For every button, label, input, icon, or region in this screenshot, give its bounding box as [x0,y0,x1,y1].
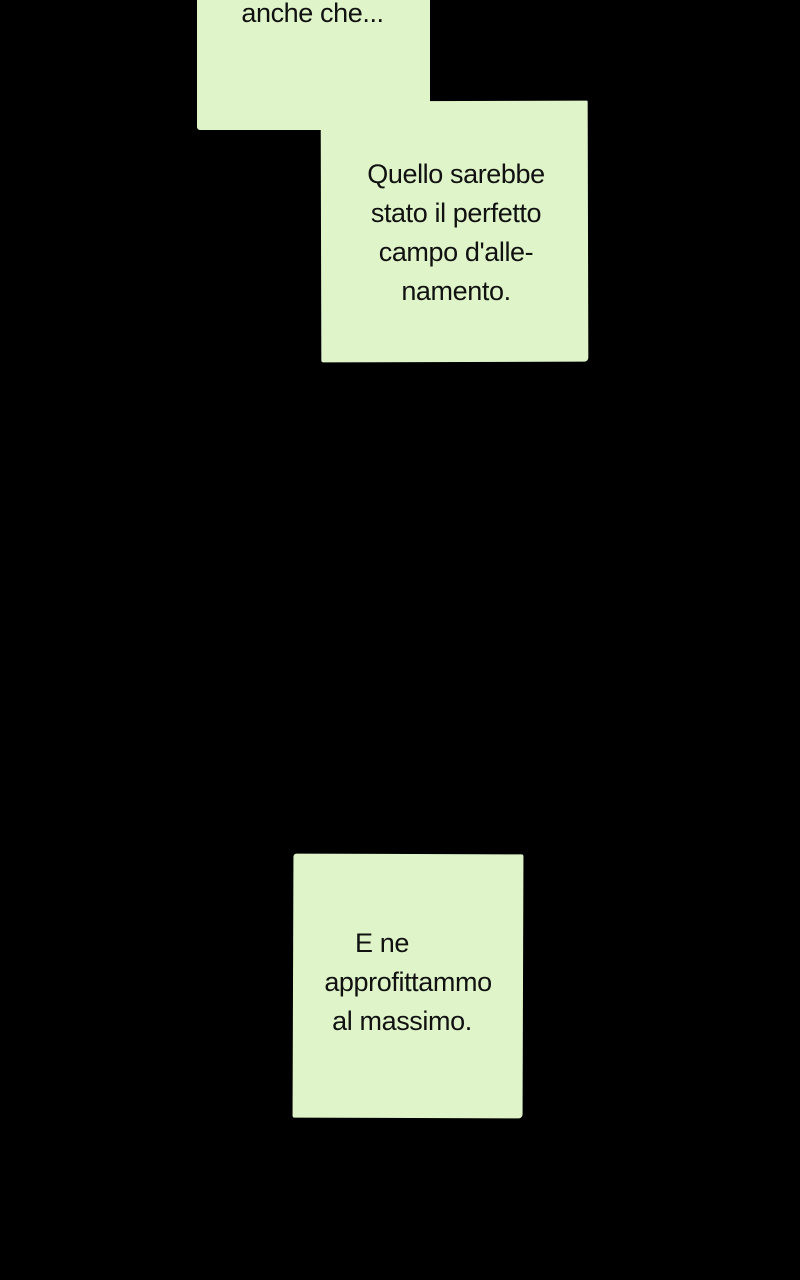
caption-line: anche che... [241,0,384,28]
caption-line: stato il perfetto [370,198,542,228]
caption-line: campo d'alle- [378,237,534,267]
caption-text-1: anche che... [230,0,395,33]
caption-line: al massimo. [332,1006,472,1036]
caption-line: E ne [355,928,409,958]
caption-line: approfittammo [324,967,492,997]
caption-line: namento. [401,276,511,306]
caption-text-2: Quello sarebbe stato il perfetto campo d… [351,155,561,311]
caption-text-3: E ne approfittammo al massimo. [318,924,498,1041]
caption-line: Quello sarebbe [367,159,545,189]
